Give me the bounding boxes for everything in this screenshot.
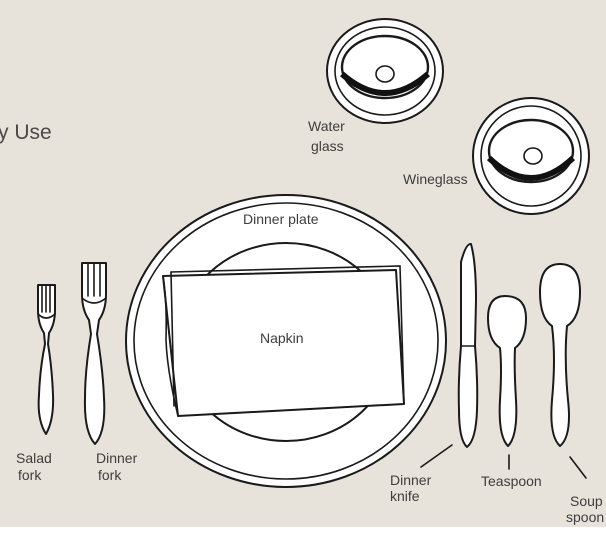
wineglass-label: Wineglass [403,171,468,187]
water-glass-label: Water glass [308,118,349,154]
dinner-fork-label: Dinner fork [96,450,141,483]
title-fragment: y Use [0,121,52,144]
bottom-border [0,527,606,533]
wineglass [473,98,589,214]
dinner-knife [459,244,478,447]
soup-spoon-leader [570,457,586,478]
dinner-knife-leader [421,445,452,467]
teaspoon [488,296,526,446]
salad-fork-label: Salad fork [16,450,56,483]
napkin-label: Napkin [260,330,304,346]
soup-spoon-label: Soup spoon [566,493,606,525]
dinner-plate-label: Dinner plate [243,211,319,227]
salad-fork [38,285,55,434]
teaspoon-label: Teaspoon [481,473,542,489]
dinner-fork [82,263,106,444]
water-glass [327,19,443,123]
soup-spoon [540,264,580,446]
dinner-knife-label: Dinner knife [390,472,435,504]
